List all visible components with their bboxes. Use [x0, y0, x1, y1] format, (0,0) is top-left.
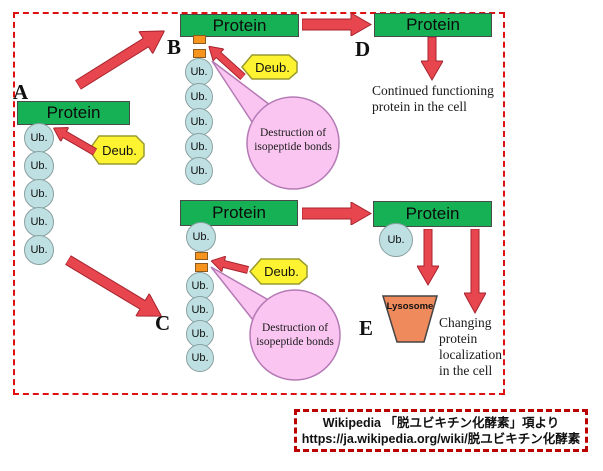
isopeptide-connector-c1 — [195, 252, 208, 260]
section-label-e: E — [359, 316, 374, 340]
ub-circle-c3: Ub. — [186, 296, 214, 324]
arrow-deub-c-icon — [209, 253, 250, 278]
protein-bar-b: Protein — [180, 14, 299, 37]
isopeptide-connector-b1 — [193, 35, 206, 44]
arrow-deub-b-icon — [203, 40, 248, 83]
deub-hexagon-icon — [249, 258, 308, 285]
caption-e-line4: in the cell — [439, 363, 493, 378]
ub-circle-b2: Ub. — [185, 83, 213, 111]
balloon-text-b: Destruction of isopeptide bonds — [238, 127, 348, 154]
caption-e-line1: Changing — [439, 315, 492, 330]
lysosome-label: Lysosome — [386, 301, 434, 312]
ub-circle-b4: Ub. — [185, 133, 213, 161]
balloon-shape-c — [210, 266, 341, 381]
callout-balloon-b — [205, 55, 347, 197]
protein-bar-d: Protein — [374, 13, 492, 37]
ub-circle-a4: Ub. — [24, 207, 54, 237]
attribution-source: Wikipedia 「脱ユビキチン化酵素」項より — [322, 415, 560, 430]
balloon-text-c-line1: Destruction of — [261, 322, 329, 334]
ub-circle-e1: Ub. — [379, 223, 413, 257]
ub-circle-c5: Ub. — [186, 344, 214, 372]
balloon-text-c: Destruction of isopeptide bonds — [240, 322, 350, 349]
ub-circle-a3: Ub. — [24, 179, 54, 209]
arrow-e-down-icon — [464, 229, 486, 314]
balloon-text-b-line2: isopeptide bonds — [254, 140, 332, 153]
arrow-d-down-icon — [421, 37, 443, 81]
section-label-c: C — [155, 311, 171, 335]
protein-bar-a: Protein — [17, 101, 130, 125]
balloon-shape-b — [211, 60, 340, 190]
ub-circle-c1: Ub. — [186, 222, 216, 252]
arrow-a-to-c-icon — [61, 249, 168, 327]
arrow-c-to-e-icon — [302, 202, 372, 225]
deub-enzyme-c: Deub. — [249, 258, 308, 285]
ub-circle-a5: Ub. — [24, 235, 54, 265]
attribution-url: https://ja.wikipedia.org/wiki/脱ユビキチン化酵素 — [301, 431, 581, 446]
arrow-deub-a-icon — [49, 121, 99, 159]
caption-d-line1: Continued functioning — [372, 83, 494, 98]
arrow-e-to-lysosome-icon — [417, 229, 439, 286]
caption-d-line2: protein in the cell — [372, 99, 467, 114]
callout-balloon-c — [206, 262, 346, 386]
section-label-a: A — [13, 80, 29, 104]
deub-hexagon-icon — [241, 54, 298, 80]
caption-e-line3: localization — [439, 347, 502, 362]
section-label-b: B — [167, 35, 182, 59]
ub-circle-b5: Ub. — [185, 157, 213, 185]
protein-bar-c: Protein — [180, 200, 298, 226]
balloon-text-b-line1: Destruction of — [259, 127, 327, 139]
balloon-text-c-line2: isopeptide bonds — [256, 335, 334, 348]
arrow-b-to-d-icon — [302, 13, 372, 36]
protein-bar-e: Protein — [373, 201, 492, 227]
diagram-frame — [13, 12, 505, 395]
caption-e-line2: protein — [439, 331, 478, 346]
ub-circle-b1: Ub. — [185, 58, 213, 86]
isopeptide-connector-b2 — [193, 49, 206, 58]
deub-enzyme-b: Deub. — [241, 54, 298, 80]
arrow-a-to-b-icon — [71, 20, 171, 96]
lysosome-trapezoid-icon — [381, 295, 438, 343]
lysosome-shape: Lysosome — [381, 294, 439, 344]
caption-e: Changing protein localization in the cel… — [439, 315, 502, 379]
deub-label-a: Deub. — [102, 142, 137, 158]
isopeptide-connector-c2 — [195, 263, 208, 272]
attribution-box: Wikipedia 「脱ユビキチン化酵素」項より https://ja.wiki… — [294, 409, 588, 452]
ub-circle-a2: Ub. — [24, 151, 54, 181]
ub-circle-c2: Ub. — [186, 272, 214, 300]
caption-d: Continued functioning protein in the cel… — [372, 83, 494, 115]
deub-label-c: Deub. — [264, 264, 299, 279]
ub-circle-c4: Ub. — [186, 320, 214, 348]
deub-enzyme-a: Deub. — [88, 135, 145, 165]
deub-hexagon-icon — [88, 135, 145, 165]
deub-label-b: Deub. — [255, 59, 290, 75]
ub-circle-a1: Ub. — [24, 123, 54, 153]
ub-circle-b3: Ub. — [185, 108, 213, 136]
section-label-d: D — [355, 37, 371, 61]
